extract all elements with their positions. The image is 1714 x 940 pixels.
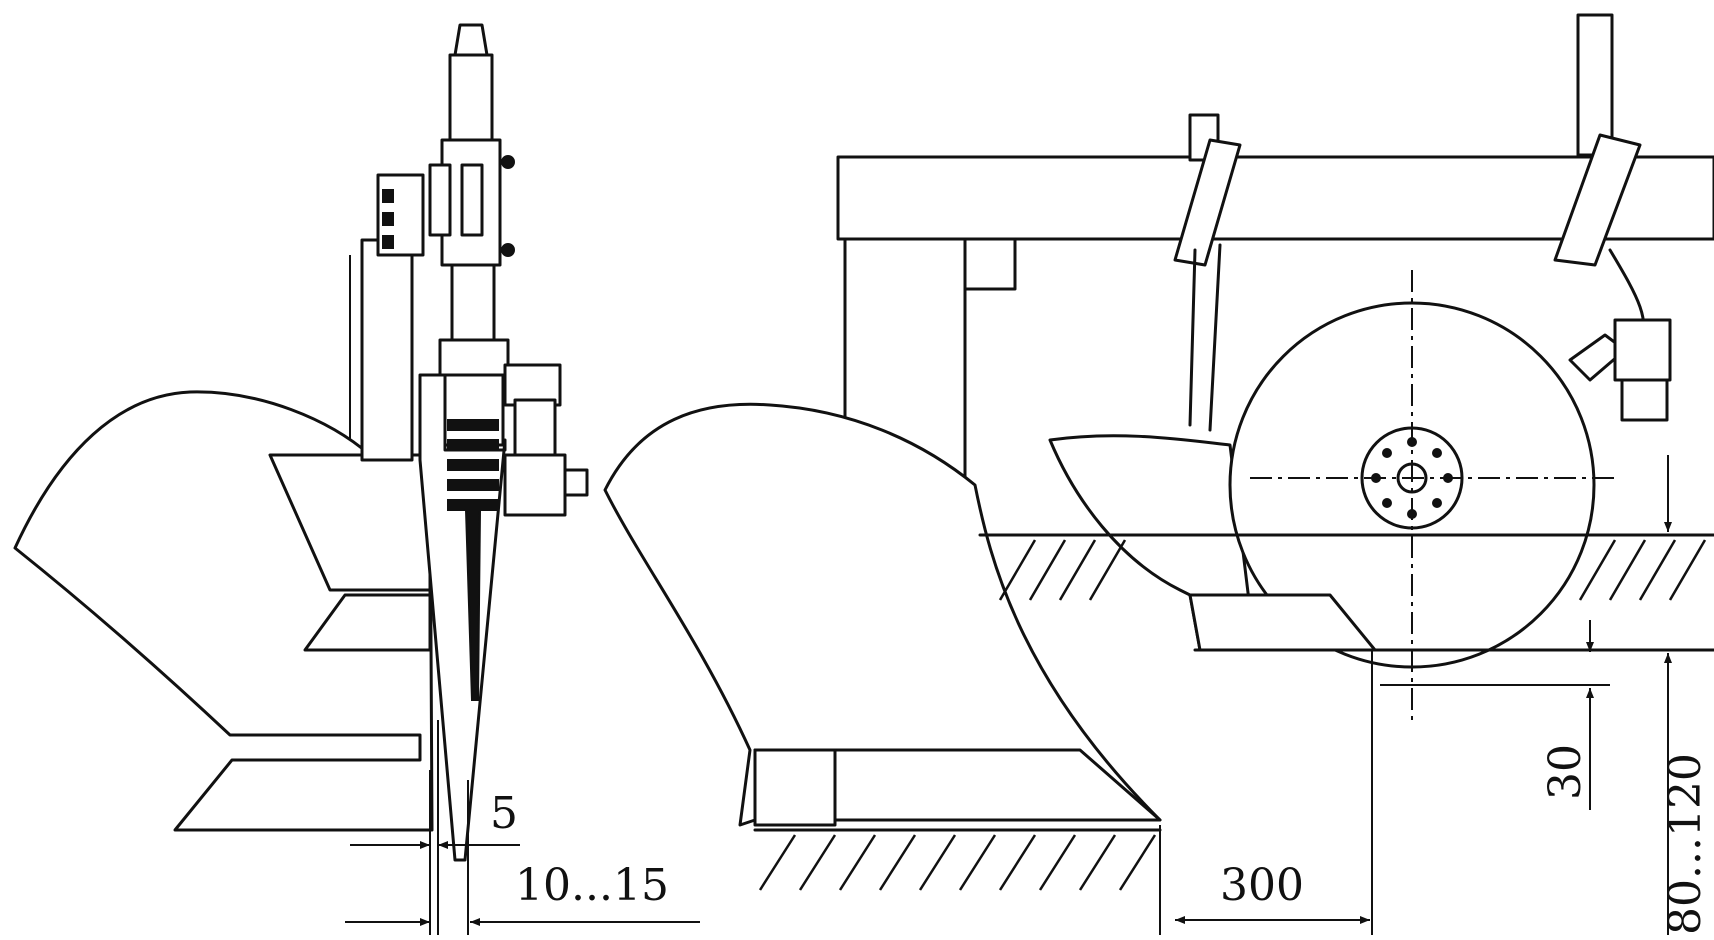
left-dimensions: 5 10...15 <box>345 720 700 935</box>
coulter-body <box>418 373 507 862</box>
clamp-bolts <box>382 189 394 249</box>
ground-section <box>753 533 1714 891</box>
front-view <box>13 23 589 862</box>
frame-column <box>360 238 414 462</box>
dimension-10-15: 10...15 <box>515 860 669 911</box>
coulter-spring <box>447 419 499 701</box>
coulter-stem <box>450 263 496 342</box>
coulter-shank-top <box>448 53 494 147</box>
dimension-300: 300 <box>1220 860 1304 911</box>
hatch-surface <box>998 539 1707 601</box>
clamp-bolt-1 <box>1188 113 1220 162</box>
disc-hub-bracket <box>1613 318 1672 382</box>
u-clamp-2 <box>1553 133 1642 267</box>
dimension-5: 5 <box>490 788 518 839</box>
disc-coulter-post <box>1576 13 1614 157</box>
hatch-bottom <box>758 834 1157 891</box>
side-view <box>603 13 1714 827</box>
right-dimensions: 300 30 80...120 <box>1159 455 1711 935</box>
dimension-30: 30 <box>1540 744 1591 800</box>
coulter-bracket <box>440 138 502 267</box>
stem-collar <box>438 338 510 377</box>
dimension-80-120: 80...120 <box>1660 753 1711 935</box>
